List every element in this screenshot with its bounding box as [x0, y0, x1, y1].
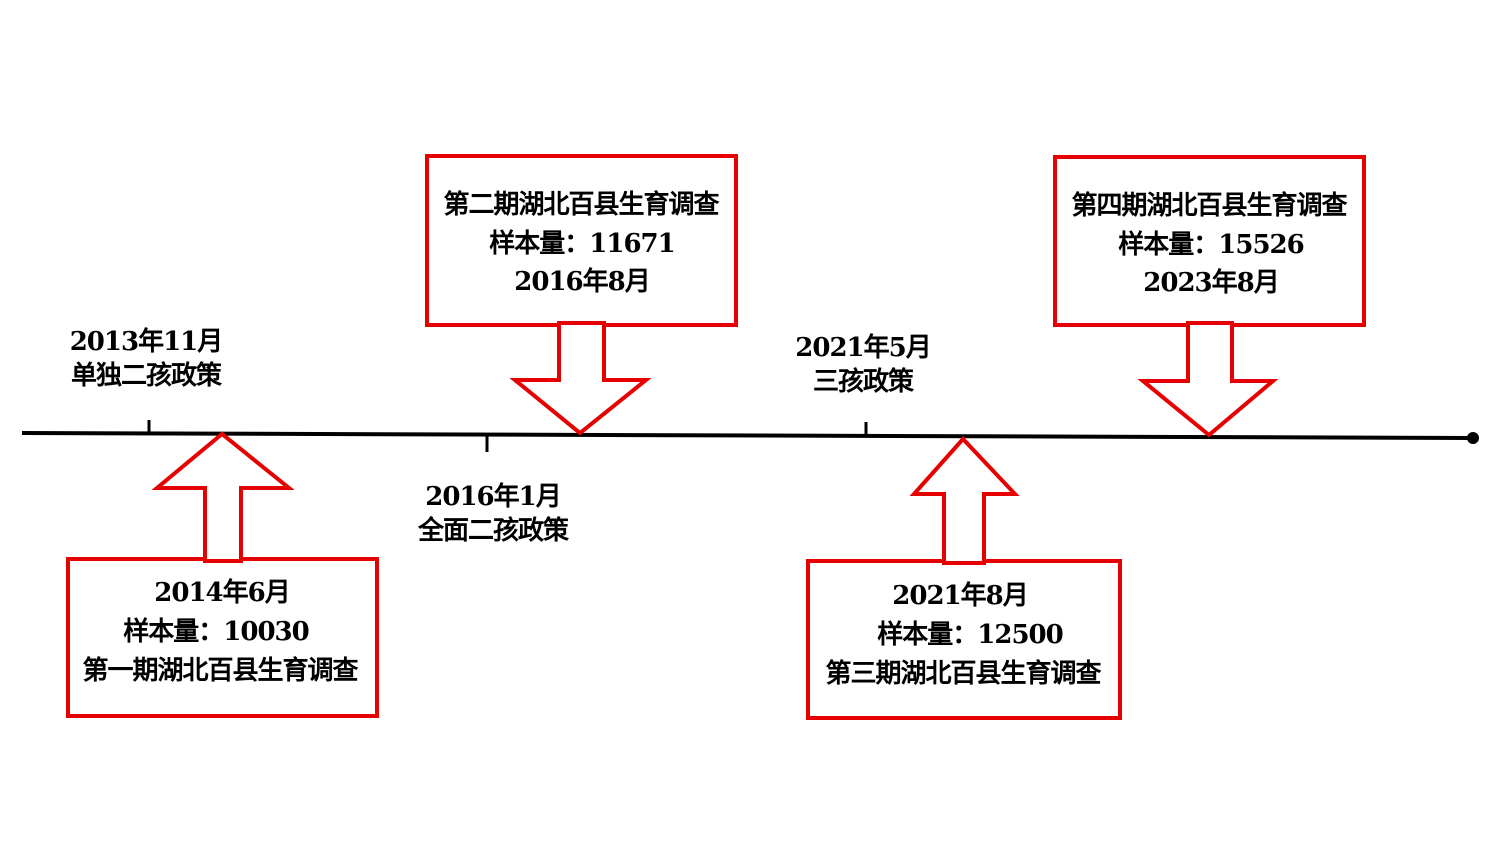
survey-title: 第一期湖北百县生育调查	[82, 655, 358, 686]
timeline-axis	[21, 431, 1474, 440]
survey-date: 2014年6月	[154, 577, 289, 608]
policy-date: 2021年5月	[795, 332, 930, 363]
policy-date: 2013年11月	[70, 326, 223, 357]
callout-box	[425, 154, 738, 327]
survey-title: 第二期湖北百县生育调查	[443, 189, 719, 220]
down-arrow	[509, 321, 652, 436]
policy-name: 全面二孩政策	[417, 515, 569, 546]
policy-label-2021-05: 2021年5月 三孩政策	[795, 332, 931, 397]
survey-callout-4: 第四期湖北百县生育调查 样本量：15526 2023年8月	[1053, 155, 1366, 438]
survey-sample: 样本量：15526	[1118, 229, 1303, 260]
callout-box	[66, 557, 379, 718]
survey-title: 第三期湖北百县生育调查	[825, 658, 1101, 689]
survey-callout-3: 2021年8月 样本量：12500 第三期湖北百县生育调查	[806, 436, 1122, 720]
policy-label-2013-11: 2013年11月 单独二孩政策	[70, 326, 224, 391]
up-arrow	[909, 436, 1020, 565]
survey-sample: 样本量：11671	[489, 228, 674, 259]
timeline-end-dot	[1467, 432, 1479, 444]
survey-date: 2016年8月	[514, 266, 649, 297]
survey-sample: 样本量：10030	[123, 616, 308, 647]
policy-date: 2016年1月	[425, 481, 560, 512]
survey-sample: 样本量：12500	[877, 619, 1062, 650]
survey-callout-2: 第二期湖北百县生育调查 样本量：11671 2016年8月	[425, 154, 738, 436]
policy-name: 三孩政策	[813, 366, 914, 397]
policy-label-2016-01: 2016年1月 全面二孩政策	[417, 481, 570, 546]
callout-box	[806, 559, 1122, 720]
survey-callout-1: 2014年6月 样本量：10030 第一期湖北百县生育调查	[66, 431, 379, 718]
down-arrow	[1137, 321, 1279, 438]
up-arrow	[151, 431, 295, 563]
survey-title: 第四期湖北百县生育调查	[1071, 190, 1347, 221]
survey-date: 2023年8月	[1143, 267, 1278, 298]
survey-date: 2021年8月	[892, 580, 1027, 611]
policy-name: 单独二孩政策	[71, 360, 222, 391]
